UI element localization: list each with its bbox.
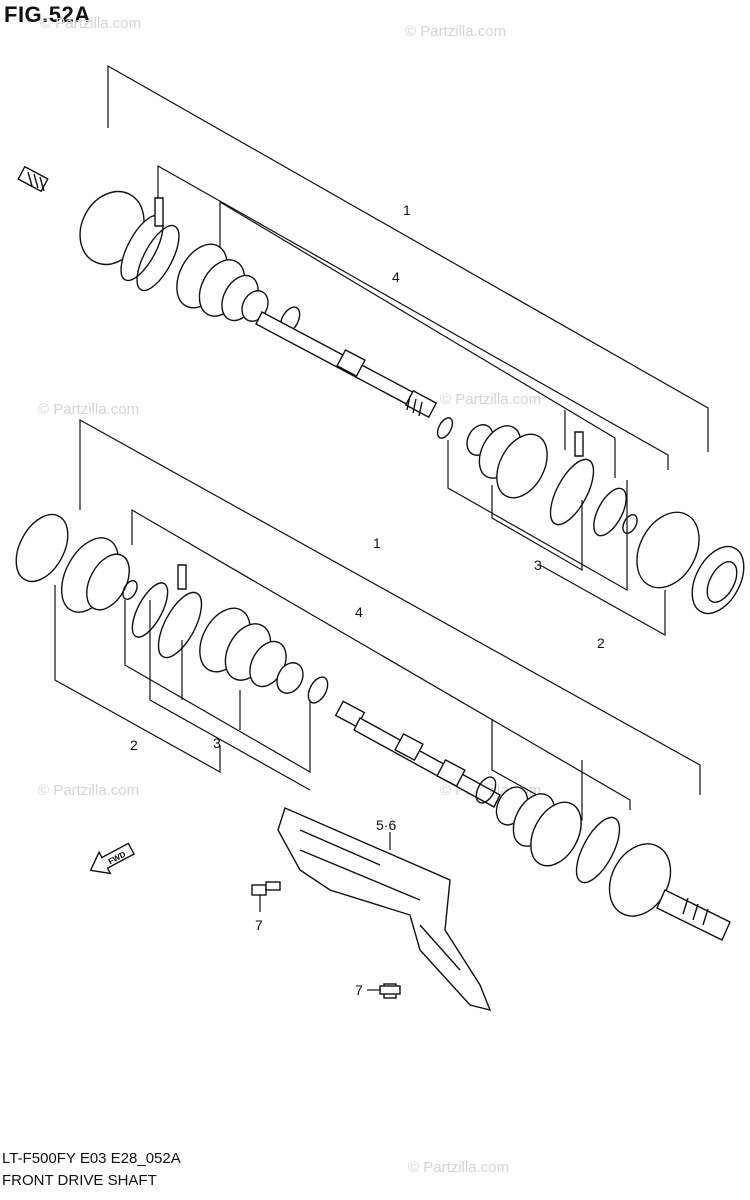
bolt [379,983,401,999]
forward-direction-arrow: FWD [89,842,135,875]
guard-ribs [299,829,461,971]
bracket-line [219,200,616,478]
housing-mouth [691,545,745,615]
bracket-line [107,64,709,452]
circlip [622,514,638,534]
housing-bore [706,561,738,603]
arrow-icon [89,842,135,875]
spline-teeth [682,897,709,926]
bracket-line [491,485,583,572]
callout-bolt-7: 7 [355,982,363,998]
watermark-text: © Partzilla.com [440,391,541,408]
bolt-shank [265,881,281,891]
figure-title: FIG.52A [4,2,91,27]
bracket-line [157,164,669,470]
callout-guard-5-6: 5·6 [376,817,396,833]
small-clamp [475,776,497,804]
spline-teeth [27,171,45,192]
diagram-code: LT-F500FY E03 E28_052A [2,1150,181,1167]
callout-lower-3: 3 [213,735,221,751]
axle-shaft [255,311,421,409]
clamp-tab [154,197,164,227]
shaft-damper [336,348,366,378]
lower-shaft-assembly: 1 4 2 3 [15,418,731,941]
callout-lower-4: 4 [355,604,363,620]
watermark-text: © Partzilla.com [38,401,139,418]
clamp-band [549,458,595,526]
spline-stub [656,889,731,941]
clamp-tab [574,431,584,457]
callout-upper-2: 2 [597,635,605,651]
boot-fold [276,662,304,694]
boot-fold [530,801,582,867]
clamp-band [157,591,203,659]
bracket-line [149,600,311,791]
inner-joint-housing [636,511,700,589]
watermark-text: © Partzilla.com [405,23,506,40]
callout-upper-1: 1 [403,202,411,218]
guard-assembly: 5·6 7 7 [251,807,492,1012]
callout-upper-3: 3 [534,557,542,573]
watermark-text: © Partzilla.com [40,15,141,32]
callout-bolt-7: 7 [255,917,263,933]
boot-fold [496,433,548,499]
small-clamp [307,676,329,704]
bolt [251,881,281,896]
bracket-line [131,508,631,810]
shaft-damper [436,758,466,788]
bracket-line [54,585,221,774]
axle-shaft [353,717,501,808]
circlip [436,417,454,439]
circlip [122,580,138,600]
diagram-caption: FRONT DRIVE SHAFT [2,1172,157,1189]
bracket-line [79,418,701,795]
clamp-band [136,224,180,292]
watermark-text: © Partzilla.com [38,782,139,799]
upper-shaft-assembly: 1 4 3 2 [17,64,745,651]
bolt-head [379,985,401,995]
callout-upper-4: 4 [392,269,400,285]
clamp-band [575,816,621,884]
clamp-band [131,582,169,638]
bracket-line [124,600,311,774]
bracket-line [539,564,666,637]
callout-lower-1: 1 [373,535,381,551]
spline-stub [17,165,49,193]
bolt-head [251,884,267,896]
spline-teeth [406,395,423,417]
skid-guard [277,807,492,1012]
inner-joint-housing [15,513,69,583]
callout-lower-2: 2 [130,737,138,753]
clamp-tab [177,564,187,590]
watermark-text: © Partzilla.com [408,1159,509,1176]
bracket-line [447,440,628,592]
shaft-damper [394,732,424,762]
clamp-band [593,487,627,537]
